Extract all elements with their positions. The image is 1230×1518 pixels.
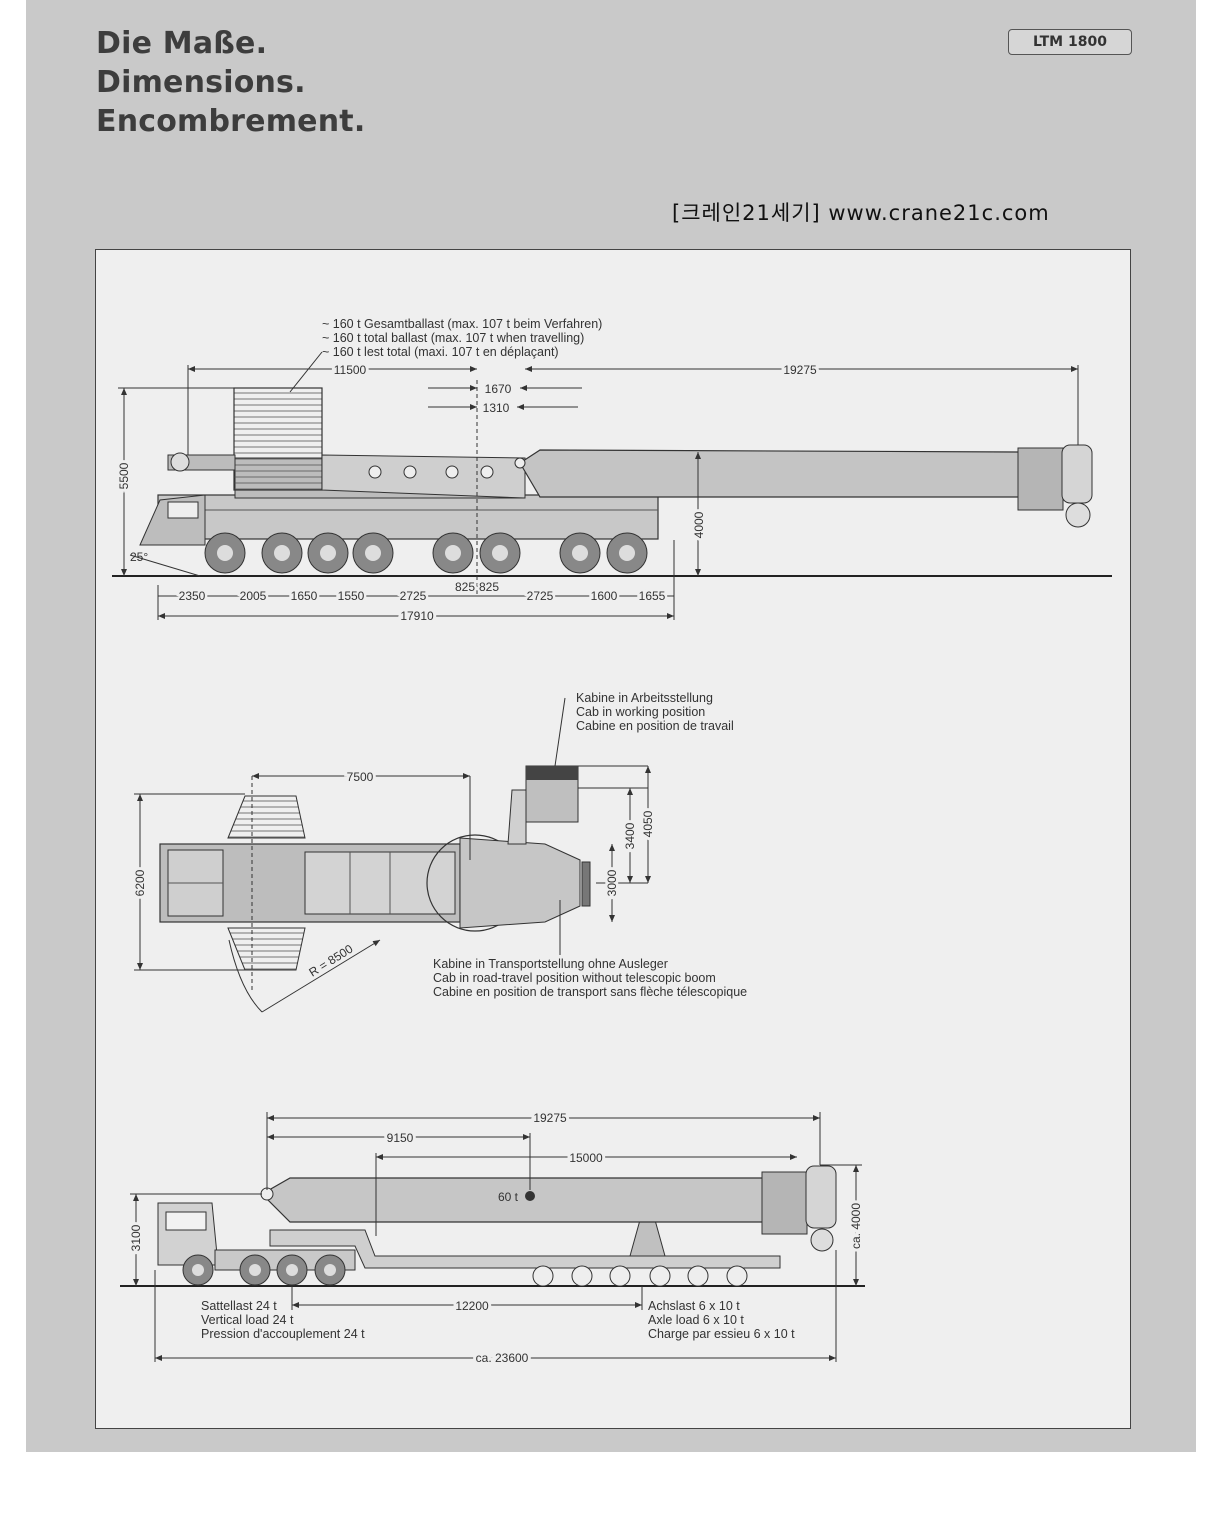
dim-19275-side: 19275 — [783, 363, 817, 377]
cab-travel-note-fr: Cabine en position de transport sans flè… — [433, 985, 747, 999]
cab-travel-note-en: Cab in road-travel position without tele… — [433, 971, 716, 985]
cab-working-note: Kabine in Arbeitsstellung Cab in working… — [554, 691, 734, 767]
ballast-note-de: ~ 160 t Gesamtballast (max. 107 t beim V… — [322, 317, 602, 331]
dim-3400: 3400 — [623, 822, 637, 849]
axle-dim-8: 2725 — [527, 589, 554, 603]
dim-4050: 4050 — [641, 810, 655, 837]
axle-wheels — [204, 532, 648, 574]
kingpin-note-fr: Pression d'accouplement 24 t — [201, 1327, 365, 1341]
outrigger-pad-top — [227, 795, 306, 839]
dim-19275-transport: 19275 — [533, 1111, 567, 1125]
axle-dim-4: 1550 — [338, 589, 365, 603]
crane-chassis — [157, 494, 659, 540]
outrigger-pad-bottom — [227, 927, 306, 971]
dim-5500: 5500 — [117, 462, 131, 489]
side-view: 11500 19275 1670 1310 5500 4000 25° 2350… — [112, 317, 1112, 626]
axle-note-en: Axle load 6 x 10 t — [648, 1313, 744, 1327]
side-dimensions: 11500 19275 1670 1310 5500 4000 25° 2350… — [114, 360, 1079, 626]
cab-working-note-de: Kabine in Arbeitsstellung — [576, 691, 713, 705]
low-loader-trailer — [269, 1229, 781, 1269]
dim-6200: 6200 — [133, 869, 147, 896]
axle-dim-3: 1650 — [291, 589, 318, 603]
hook-block — [1065, 502, 1091, 528]
axle-dim-9: 1600 — [591, 589, 618, 603]
load-weight: 60 t — [498, 1190, 519, 1204]
dim-9150: 9150 — [387, 1131, 414, 1145]
ballast-note: ~ 160 t Gesamtballast (max. 107 t beim V… — [289, 317, 602, 393]
title-english: Dimensions. — [96, 65, 306, 100]
ballast-note-en: ~ 160 t total ballast (max. 107 t when t… — [322, 331, 584, 345]
page-title: Die Maße. Dimensions. Encombrement. — [96, 24, 365, 141]
title-french: Encombrement. — [96, 104, 366, 139]
approach-angle: 25° — [130, 550, 148, 564]
telescopic-boom — [519, 449, 1021, 498]
title-german: Die Maße. — [96, 26, 268, 61]
transport-view: 19275 9150 15000 60 t 3100 ca. 4000 1220… — [120, 1108, 866, 1368]
dim-17910: 17910 — [400, 609, 434, 623]
trailer-wheels — [532, 1265, 748, 1287]
dim-ca-23600: ca. 23600 — [476, 1351, 529, 1365]
top-view: 7500 6200 R = 8500 3400 4050 3000 Kabine… — [130, 691, 747, 1013]
axle-dim-7: 825 — [479, 580, 499, 594]
ballast-note-fr: ~ 160 t lest total (maxi. 107 t en dépla… — [322, 345, 559, 359]
dim-3100: 3100 — [129, 1224, 143, 1251]
axle-dim-5: 2725 — [400, 589, 427, 603]
dim-15000: 15000 — [569, 1151, 603, 1165]
axle-load-note: Achslast 6 x 10 t Axle load 6 x 10 t Cha… — [648, 1299, 795, 1341]
axle-dim-10: 1655 — [639, 589, 666, 603]
boom-head — [1017, 447, 1064, 511]
kingpin-note-de: Sattellast 24 t — [201, 1299, 277, 1313]
counterweight-ballast — [233, 387, 323, 491]
center-of-gravity — [525, 1191, 535, 1201]
model-badge: LTM 1800 — [1008, 29, 1132, 55]
kingpin-note-en: Vertical load 24 t — [201, 1313, 294, 1327]
cab-travel-note-de: Kabine in Transportstellung ohne Auslege… — [433, 957, 668, 971]
axle-dim-1: 2350 — [179, 589, 206, 603]
dim-3000: 3000 — [605, 869, 619, 896]
dim-1670: 1670 — [485, 382, 512, 396]
axle-dim-6: 825 — [455, 580, 475, 594]
dim-11500: 11500 — [334, 363, 367, 377]
cab-working-note-fr: Cabine en position de travail — [576, 719, 734, 733]
dim-radius: R = 8500 — [306, 942, 355, 980]
front-section — [459, 837, 581, 929]
dim-ca-4000: ca. 4000 — [849, 1203, 863, 1249]
axle-note-fr: Charge par essieu 6 x 10 t — [648, 1327, 795, 1341]
watermark: [크레인21세기] www.crane21c.com — [672, 201, 1050, 225]
cab-working-note-en: Cab in working position — [576, 705, 705, 719]
kingpin-load-note: Sattellast 24 t Vertical load 24 t Press… — [201, 1299, 365, 1341]
axle-dim-2: 2005 — [240, 589, 267, 603]
axle-note-de: Achslast 6 x 10 t — [648, 1299, 740, 1313]
transport-dimensions: 19275 9150 15000 60 t 3100 ca. 4000 1220… — [126, 1108, 866, 1368]
dim-4000-boom: 4000 — [692, 511, 706, 538]
dim-7500: 7500 — [347, 770, 374, 784]
cab-travel-note: Kabine in Transportstellung ohne Auslege… — [433, 900, 747, 999]
dim-12200: 12200 — [455, 1299, 489, 1313]
dim-1310: 1310 — [483, 401, 510, 415]
